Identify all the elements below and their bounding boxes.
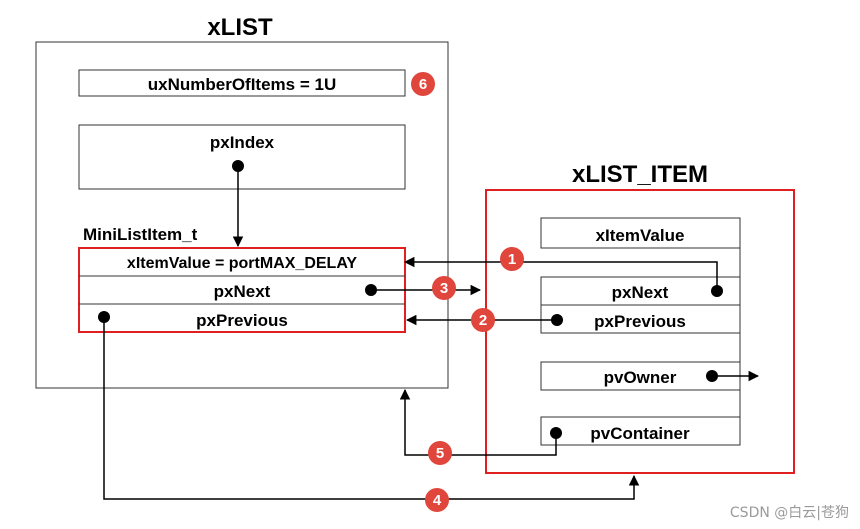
- mini-px-previous-label: pxPrevious: [196, 311, 288, 330]
- badge-6: [411, 72, 435, 96]
- badge-2-label: 2: [479, 312, 487, 329]
- xlist-box: [35, 41, 449, 389]
- pv-container-field: [540, 416, 741, 446]
- pv-owner-label: pvOwner: [604, 368, 677, 387]
- xlist-item-title: xLIST_ITEM: [572, 161, 708, 188]
- item-px-next-label: pxNext: [612, 283, 669, 302]
- badge-1-label: 1: [508, 251, 516, 268]
- badge-4-label: 4: [433, 492, 442, 509]
- badge-3: [432, 276, 456, 300]
- badge-1: [500, 247, 524, 271]
- mini-list-item-label: MiniListItem_t: [83, 225, 198, 244]
- badge-4: [425, 488, 449, 512]
- xlist-title: xLIST: [207, 14, 273, 41]
- ux-number-of-items-label: uxNumberOfItems = 1U: [148, 75, 336, 94]
- link-4-arrow: [103, 317, 640, 500]
- ux-number-of-items-field: [78, 69, 406, 97]
- watermark: CSDN @白云|苍狗: [730, 505, 849, 521]
- badge-3-label: 3: [440, 280, 448, 297]
- item-value-label: xItemValue: [596, 226, 685, 245]
- mini-px-next-label: pxNext: [214, 282, 271, 301]
- badge-2: [471, 308, 495, 332]
- badge-5: [428, 441, 452, 465]
- item-px-previous-label: pxPrevious: [594, 312, 686, 331]
- pv-container-label: pvContainer: [590, 424, 690, 443]
- px-index-label: pxIndex: [210, 133, 275, 152]
- px-index-field: [78, 124, 406, 190]
- mini-item-value-label: xItemValue = portMAX_DELAY: [127, 255, 357, 272]
- badge-5-label: 5: [436, 445, 444, 462]
- link-5-arrow: [399, 388, 557, 456]
- badge-6-label: 6: [419, 76, 427, 93]
- item-value-field: [540, 217, 741, 249]
